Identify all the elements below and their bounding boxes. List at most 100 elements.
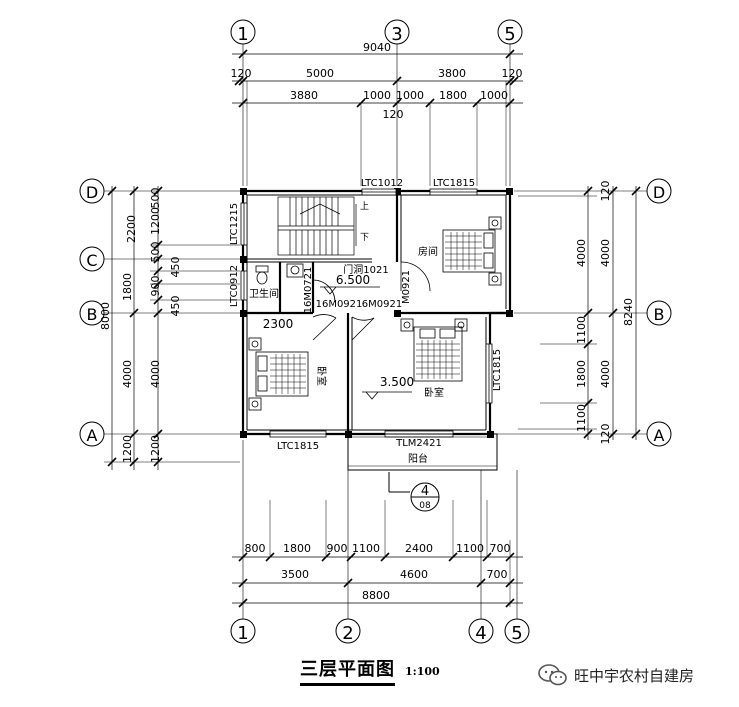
drawing-caption: 三层平面图 1:100	[300, 655, 440, 686]
label-m1021: 门洞1021	[343, 263, 388, 276]
staircase: 上 下	[277, 196, 369, 256]
axis-bubble-bottom-5: 5	[504, 618, 530, 644]
label-level-main: 3.500	[380, 375, 414, 389]
axis-bubble-right-A: A	[646, 421, 672, 447]
dim-left-900: 900	[149, 276, 162, 297]
dim-top-5000: 5000	[306, 67, 334, 80]
dim-bottom-2400: 2400	[405, 542, 433, 555]
dim-top-1000-b: 1000	[396, 89, 424, 102]
dimension-bottom-labels: 800 1800 900 1100 2400 1100 700 3500 460…	[245, 542, 511, 602]
window-ltc1012	[361, 188, 397, 196]
drawing-title: 三层平面图	[300, 655, 395, 686]
dim-left-500-a: 500	[149, 188, 162, 209]
dim-bottom-overall: 8800	[362, 589, 390, 602]
dim-bottom-900: 900	[327, 542, 348, 555]
label-bathroom: 卫生间	[249, 287, 279, 300]
label-bedroom-main: 卧室	[424, 386, 444, 399]
dim-bottom-1100-b: 1100	[456, 542, 484, 555]
window-ltc1815-bottom	[269, 430, 327, 438]
watermark: 旺中宇农村自建房	[538, 664, 694, 686]
axis-bubble-bottom-1: 1	[230, 618, 256, 644]
dim-top-120-left: 120	[231, 67, 252, 80]
svg-text:C: C	[86, 251, 97, 270]
dim-left-4000: 4000	[121, 360, 134, 388]
svg-text:4: 4	[475, 623, 486, 644]
dim-right-4000-b: 4000	[599, 239, 612, 267]
dim-top-1800: 1800	[439, 89, 467, 102]
dim-right-4000-c: 4000	[599, 360, 612, 388]
label-ltc1815-bottom: LTC1815	[277, 441, 319, 452]
dim-bottom-800: 800	[245, 542, 266, 555]
doors	[312, 261, 431, 341]
label-ltc0912: LTC0912	[229, 265, 240, 307]
svg-text:3: 3	[391, 24, 402, 45]
axis-bubble-bottom-4: 4	[468, 618, 494, 644]
dimension-bottom	[232, 500, 523, 608]
dim-top-3800: 3800	[438, 67, 466, 80]
svg-text:5: 5	[511, 623, 522, 644]
dim-right-overall: 8240	[622, 298, 635, 326]
svg-text:D: D	[86, 183, 98, 202]
axis-bubble-right-B: B	[646, 300, 672, 326]
dim-left-1200-c: 1200	[149, 435, 162, 463]
axis-bubble-top-1: 1	[230, 19, 256, 45]
window-ltc1215	[240, 202, 248, 246]
dimension-right-labels: 4000 1100 1800 1100 120 120 4000 4000 82…	[575, 181, 635, 445]
balcony	[347, 433, 498, 471]
dim-right-1800: 1800	[575, 360, 588, 388]
drawing-scale: 1:100	[405, 665, 440, 678]
bed-main	[400, 318, 468, 382]
dim-bottom-700-a: 700	[490, 542, 511, 555]
label-ltc1012: LTC1012	[361, 178, 403, 189]
wechat-logo-icon	[538, 664, 567, 686]
axis-bubble-left-A: A	[79, 421, 105, 447]
svg-text:D: D	[653, 183, 665, 202]
door-sw-bedroom-swing	[312, 314, 337, 341]
dim-left-2200: 2200	[125, 215, 138, 243]
dimension-left	[104, 186, 240, 470]
dim-right-1100-a: 1100	[575, 316, 588, 344]
label-ltc1815-right: LTC1815	[492, 349, 503, 391]
walls	[241, 189, 512, 436]
dim-top-1000-c: 1000	[480, 89, 508, 102]
svg-text:B: B	[654, 305, 665, 324]
watermark-text: 旺中宇农村自建房	[574, 666, 695, 685]
dim-right-120-bottom: 120	[599, 424, 612, 445]
dimension-top	[232, 49, 523, 186]
dim-left-500-b: 500	[149, 242, 162, 263]
dim-top-120-sub: 120	[383, 108, 404, 121]
svg-text:A: A	[87, 426, 98, 445]
dimension-right	[518, 186, 641, 440]
dim-bottom-1800: 1800	[283, 542, 311, 555]
dim-top-overall: 9040	[363, 41, 391, 54]
section-marker	[388, 472, 440, 512]
dimension-top-labels: 9040 120 5000 3800 120 3880 1000 1000 18…	[231, 41, 523, 121]
svg-text:2: 2	[342, 623, 353, 644]
dim-top-1000-a: 1000	[363, 89, 391, 102]
dim-bottom-700-b: 700	[487, 568, 508, 581]
dim-top-120-right: 120	[502, 67, 523, 80]
dim-bottom-4600: 4600	[400, 568, 428, 581]
dim-right-4000-a: 4000	[575, 239, 588, 267]
toilet-icon	[255, 265, 269, 285]
axis-bubble-left-D: D	[79, 178, 105, 204]
label-m0921-right: M0921	[401, 270, 412, 304]
stair-down-label: 下	[360, 233, 369, 243]
dim-left-4000-b: 4000	[149, 360, 162, 388]
dim-left-1200-b: 1200	[149, 207, 162, 235]
window-ltc0912	[240, 270, 248, 301]
window-ltc1815-right	[485, 343, 493, 404]
axis-bubble-right-D: D	[646, 178, 672, 204]
label-room-east: 房间	[418, 245, 438, 258]
door-main-bedroom-swing	[351, 316, 375, 341]
bed-east	[442, 216, 502, 286]
axis-bubble-bottom-2: 2	[335, 618, 361, 644]
dim-left-450-b: 450	[169, 296, 182, 317]
label-m0921-a: 16M0921	[316, 299, 363, 310]
label-bedroom-sw: 卧室	[315, 366, 328, 386]
dimension-left-labels: 8000 1800 4000 1200 2200 1200 500 500 45…	[99, 188, 182, 464]
dim-left-overall: 8000	[99, 302, 112, 330]
detail-callout-number: 4	[421, 484, 429, 499]
dim-left-450-a: 450	[169, 257, 182, 278]
